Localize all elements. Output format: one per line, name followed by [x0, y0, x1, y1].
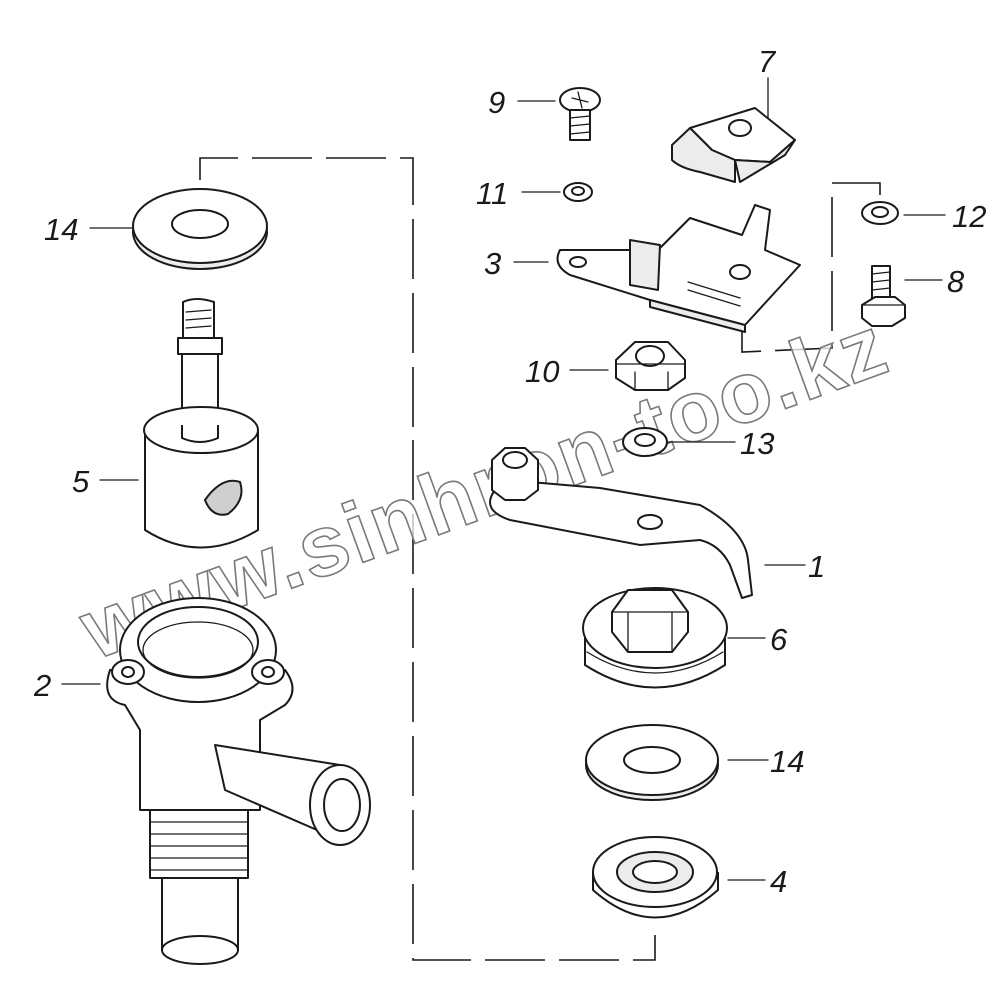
- label-11: 11: [476, 176, 508, 211]
- label-13: 13: [740, 426, 774, 461]
- label-5: 5: [72, 464, 90, 499]
- washer-12: [861, 201, 899, 225]
- washer-14-bottom: [585, 724, 719, 801]
- label-14-top: 14: [44, 212, 78, 247]
- lock-washer-11: [563, 182, 593, 202]
- valve-plug-5: [143, 298, 259, 549]
- plug-6: [582, 587, 728, 689]
- spring-washer-13: [622, 427, 668, 457]
- valve-body-2: [106, 597, 371, 965]
- label-1: 1: [808, 549, 825, 584]
- label-12: 12: [952, 199, 986, 234]
- label-2: 2: [33, 668, 51, 703]
- assembly-bracket-right: [741, 182, 881, 353]
- label-3: 3: [484, 246, 501, 281]
- screw-9: [559, 87, 601, 141]
- clamp-7: [671, 107, 796, 183]
- label-14-bottom: 14: [770, 744, 804, 779]
- leader-lines: [61, 77, 946, 881]
- label-6: 6: [770, 622, 788, 657]
- washer-14-top: [132, 188, 268, 270]
- callout-labels: 14 5 2 9 7 11 3 12 8 10 13 1 6 14 4: [33, 44, 986, 899]
- nut-10: [615, 341, 686, 391]
- bolt-8: [861, 265, 906, 327]
- seal-4: [592, 836, 719, 919]
- label-8: 8: [947, 264, 965, 299]
- label-9: 9: [488, 85, 505, 120]
- label-7: 7: [758, 44, 777, 79]
- label-4: 4: [770, 864, 787, 899]
- lever-1: [489, 447, 753, 599]
- bracket-3: [556, 204, 801, 333]
- label-10: 10: [525, 354, 559, 389]
- assembly-bracket-left: [199, 157, 656, 961]
